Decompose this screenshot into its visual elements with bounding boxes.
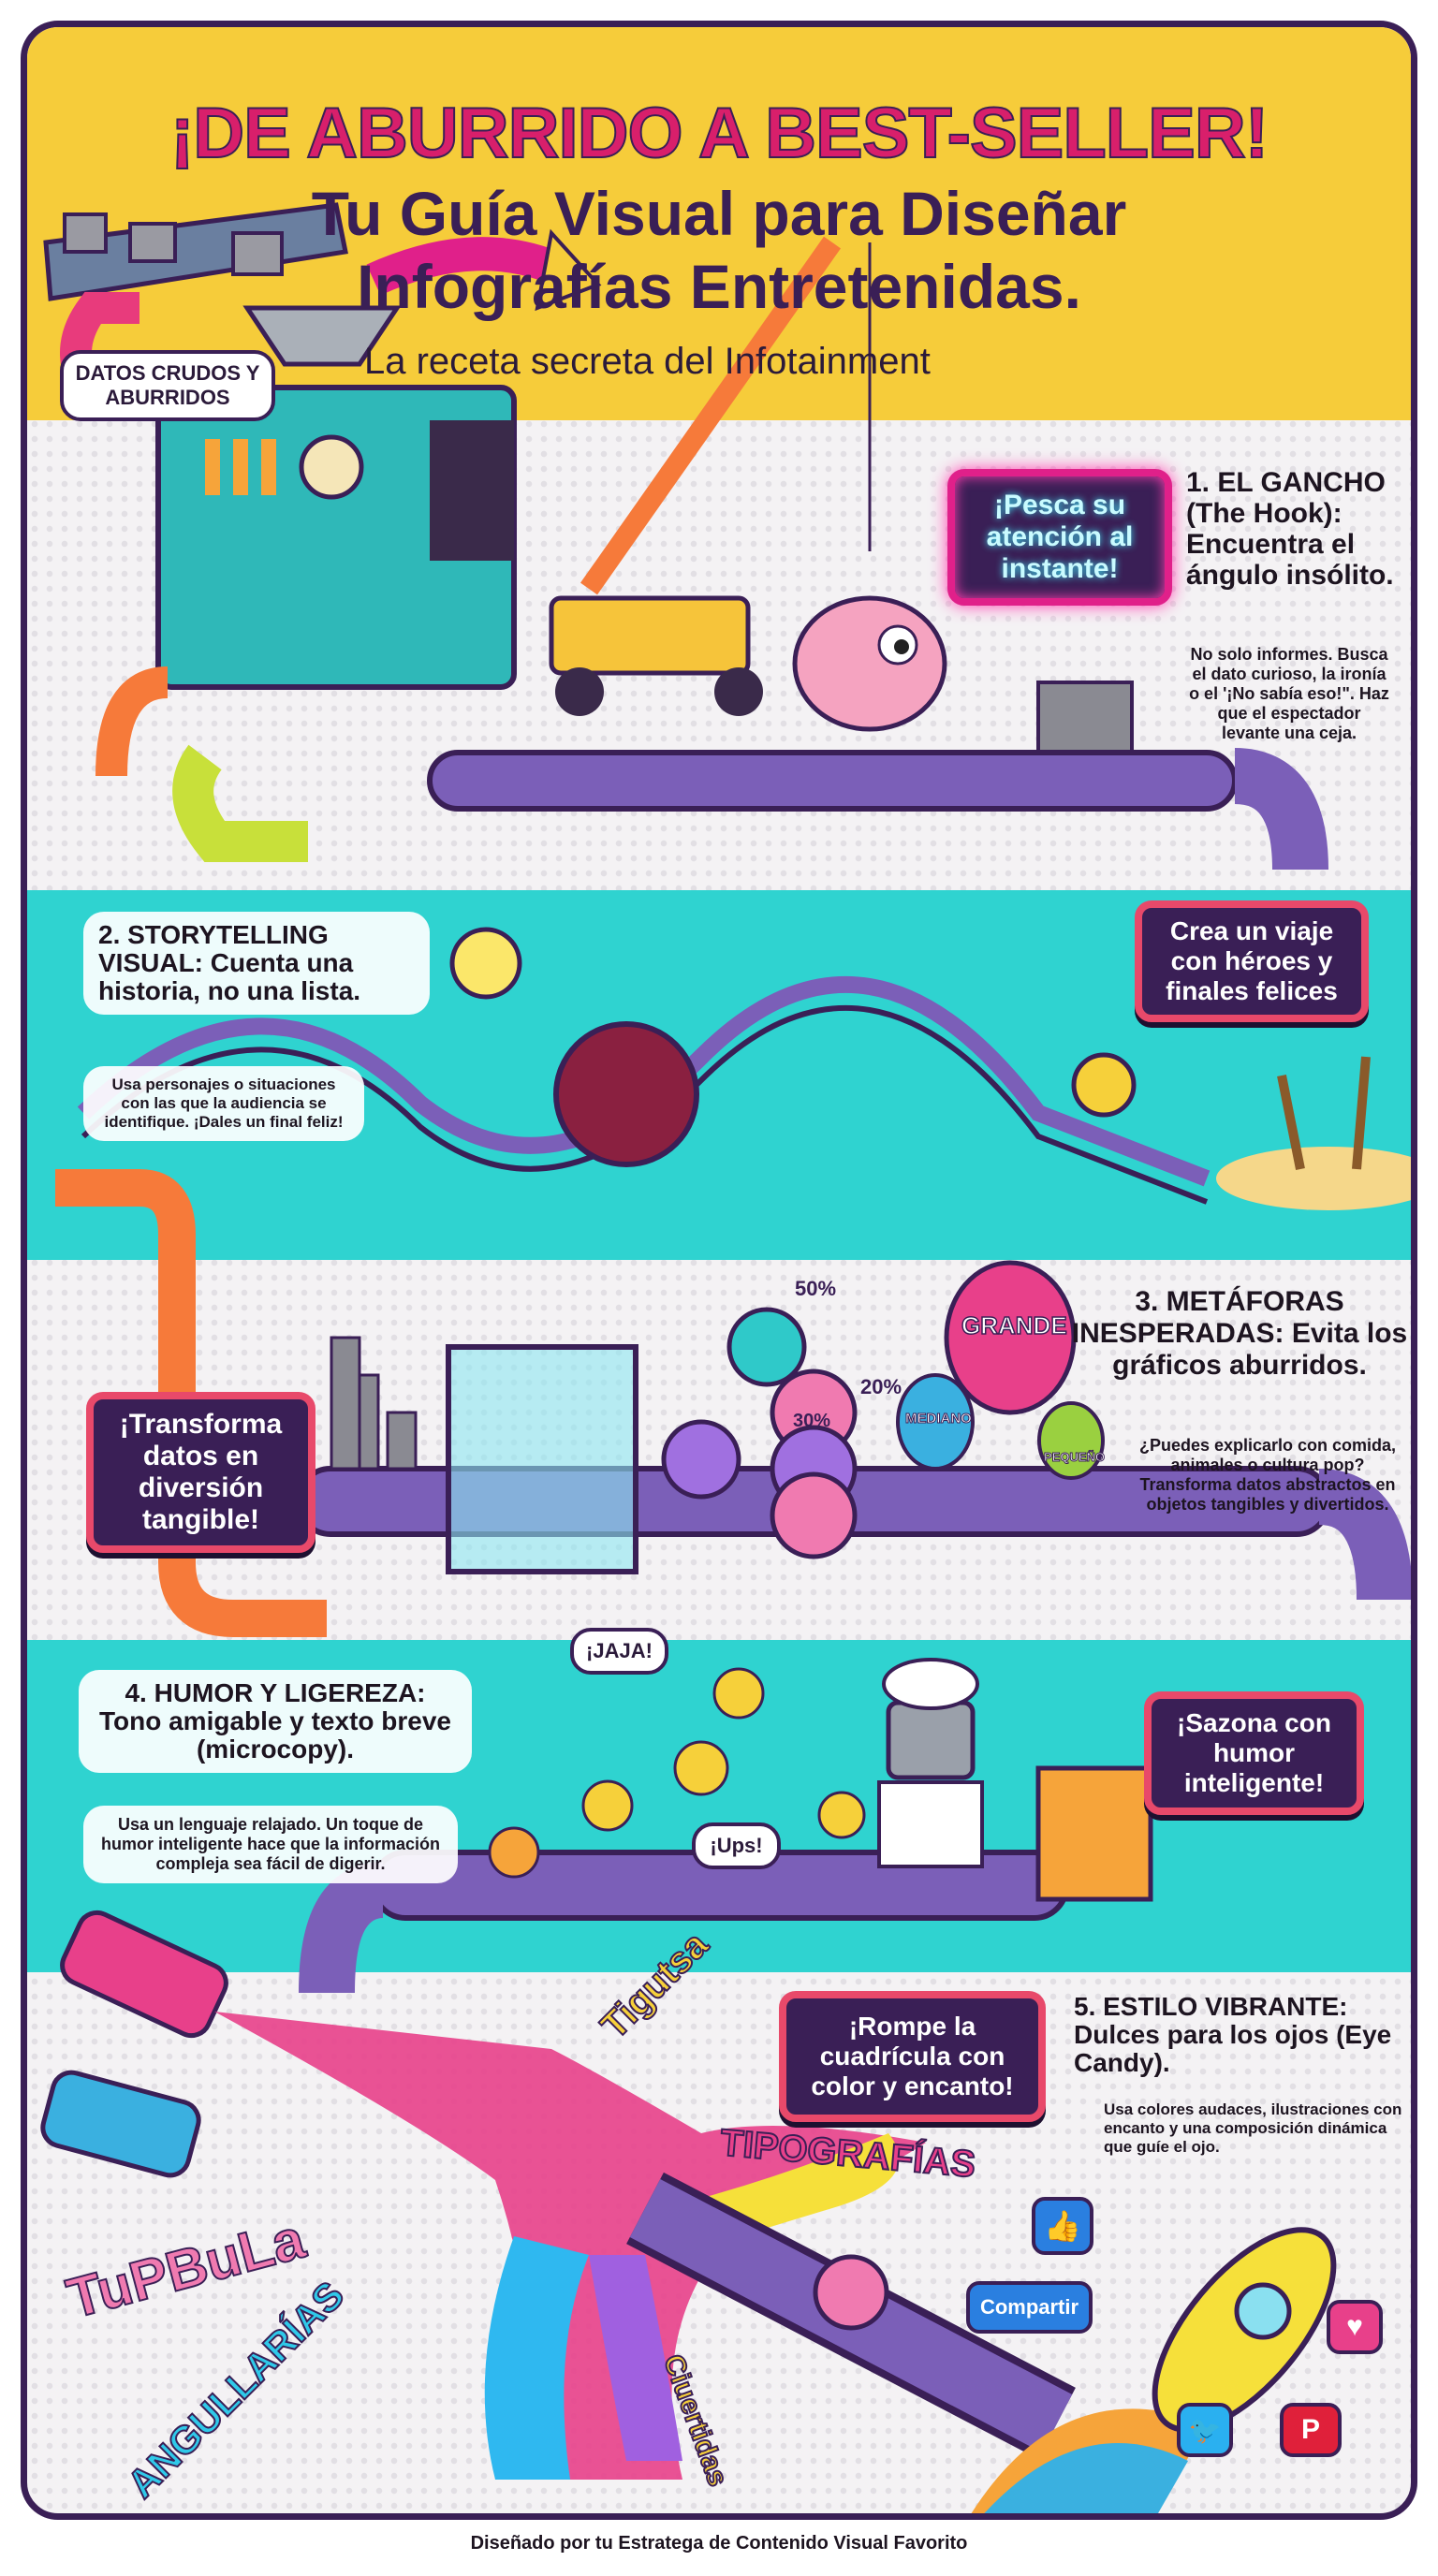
donut-label-30: 30% xyxy=(793,1411,831,1431)
speech-bubble-ups: ¡Ups! xyxy=(692,1822,781,1869)
crane-truck xyxy=(549,236,872,716)
section-3-body: ¿Puedes explicarlo con comida, animales … xyxy=(1138,1436,1397,1514)
emoji-group xyxy=(488,1667,866,1879)
title-line-2: Tu Guía Visual para Diseñar xyxy=(311,179,1127,248)
donut xyxy=(813,2254,889,2331)
illustration-layer xyxy=(40,202,1411,2513)
raw-data-bubble: DATOS CRUDOS Y ABURRIDOS xyxy=(60,350,275,421)
section-5-body: Usa colores audaces, ilustraciones con e… xyxy=(1104,2100,1402,2156)
sign-journey: Crea un viaje con héroes y finales felic… xyxy=(1135,900,1369,1022)
section-2-heading: 2. STORYTELLING VISUAL: Cuenta una histo… xyxy=(83,912,430,1015)
share-button[interactable]: Compartir xyxy=(966,2281,1093,2334)
title-line-3: Infografías Entretenidas. xyxy=(357,252,1081,321)
donut-stack xyxy=(661,1307,858,1559)
arrow-graphic xyxy=(366,228,602,312)
seasoning-machine xyxy=(1035,1765,1153,1902)
section-2-body: Usa personajes o situaciones con las que… xyxy=(83,1066,364,1141)
conveyor-belt-1 xyxy=(427,748,1328,871)
transformer-glass-box xyxy=(446,1344,638,1574)
main-title: ¡DE ABURRIDO A BEST-SELLER! xyxy=(169,93,1269,174)
palm-island xyxy=(1216,1056,1411,1210)
heart-icon[interactable]: ♥ xyxy=(1327,2300,1383,2354)
balloon-label-grande: GRANDE xyxy=(961,1310,1067,1340)
thumbs-up-icon[interactable]: 👍 xyxy=(1032,2197,1093,2255)
donut-label-50: 50% xyxy=(795,1277,837,1300)
section-4-body: Usa un lenguaje relajado. Un toque de hu… xyxy=(83,1806,458,1883)
section-1-heading: 1. EL GANCHO (The Hook): Encuentra el án… xyxy=(1186,467,1394,591)
section-3-heading: 3. METÁFORAS INESPERADAS: Evita los gráf… xyxy=(1071,1286,1408,1381)
sign-humor: ¡Sazona con humor inteligente! xyxy=(1144,1691,1364,1815)
section-5-heading: 5. ESTILO VIBRANTE: Dulces para los ojos… xyxy=(1074,1992,1392,2077)
section-4-heading: 4. HUMOR Y LIGEREZA: Tono amigable y tex… xyxy=(79,1670,472,1773)
section-1-body: No solo informes. Busca el dato curioso,… xyxy=(1189,645,1389,742)
tangled-yarn-monster xyxy=(553,1021,699,1167)
robot-chef xyxy=(877,1658,984,1868)
brain-character xyxy=(792,595,947,732)
donut-label-20: 20% xyxy=(860,1375,902,1398)
sign-hook: ¡Pesca su atención al instante! xyxy=(947,469,1172,606)
rocket xyxy=(971,2227,1337,2513)
pinterest-icon[interactable]: P xyxy=(1280,2403,1342,2457)
sign-break-grid: ¡Rompe la cuadrícula con color y encanto… xyxy=(779,1991,1046,2122)
sign-transform: ¡Transforma datos en diversión tangible! xyxy=(86,1392,315,1553)
balloon-label-mediano: MEDIANO xyxy=(905,1411,973,1427)
hero-character xyxy=(1071,1052,1137,1118)
lightbulb-character xyxy=(449,927,522,1000)
infographic-frame: ¡DE ABURRIDO A BEST-SELLER! Tu Guía Visu… xyxy=(21,21,1417,2520)
bar-chart-bars xyxy=(330,1336,418,1471)
orange-pipe xyxy=(55,1169,327,1637)
footer-credit: Diseñado por tu Estratega de Contenido V… xyxy=(470,2533,968,2554)
twitter-icon[interactable]: 🐦 xyxy=(1177,2403,1233,2457)
hot-air-balloons xyxy=(896,1260,1105,1480)
speech-bubble-jaja: ¡JAJA! xyxy=(570,1628,668,1675)
subtitle: La receta secreta del Infotainment xyxy=(364,341,931,382)
paint-cannons xyxy=(40,1910,228,2178)
paint-splash xyxy=(214,2012,926,2480)
book-stack xyxy=(1036,681,1134,759)
balloon-label-pequeno: PEQUEÑO xyxy=(1043,1450,1106,1465)
